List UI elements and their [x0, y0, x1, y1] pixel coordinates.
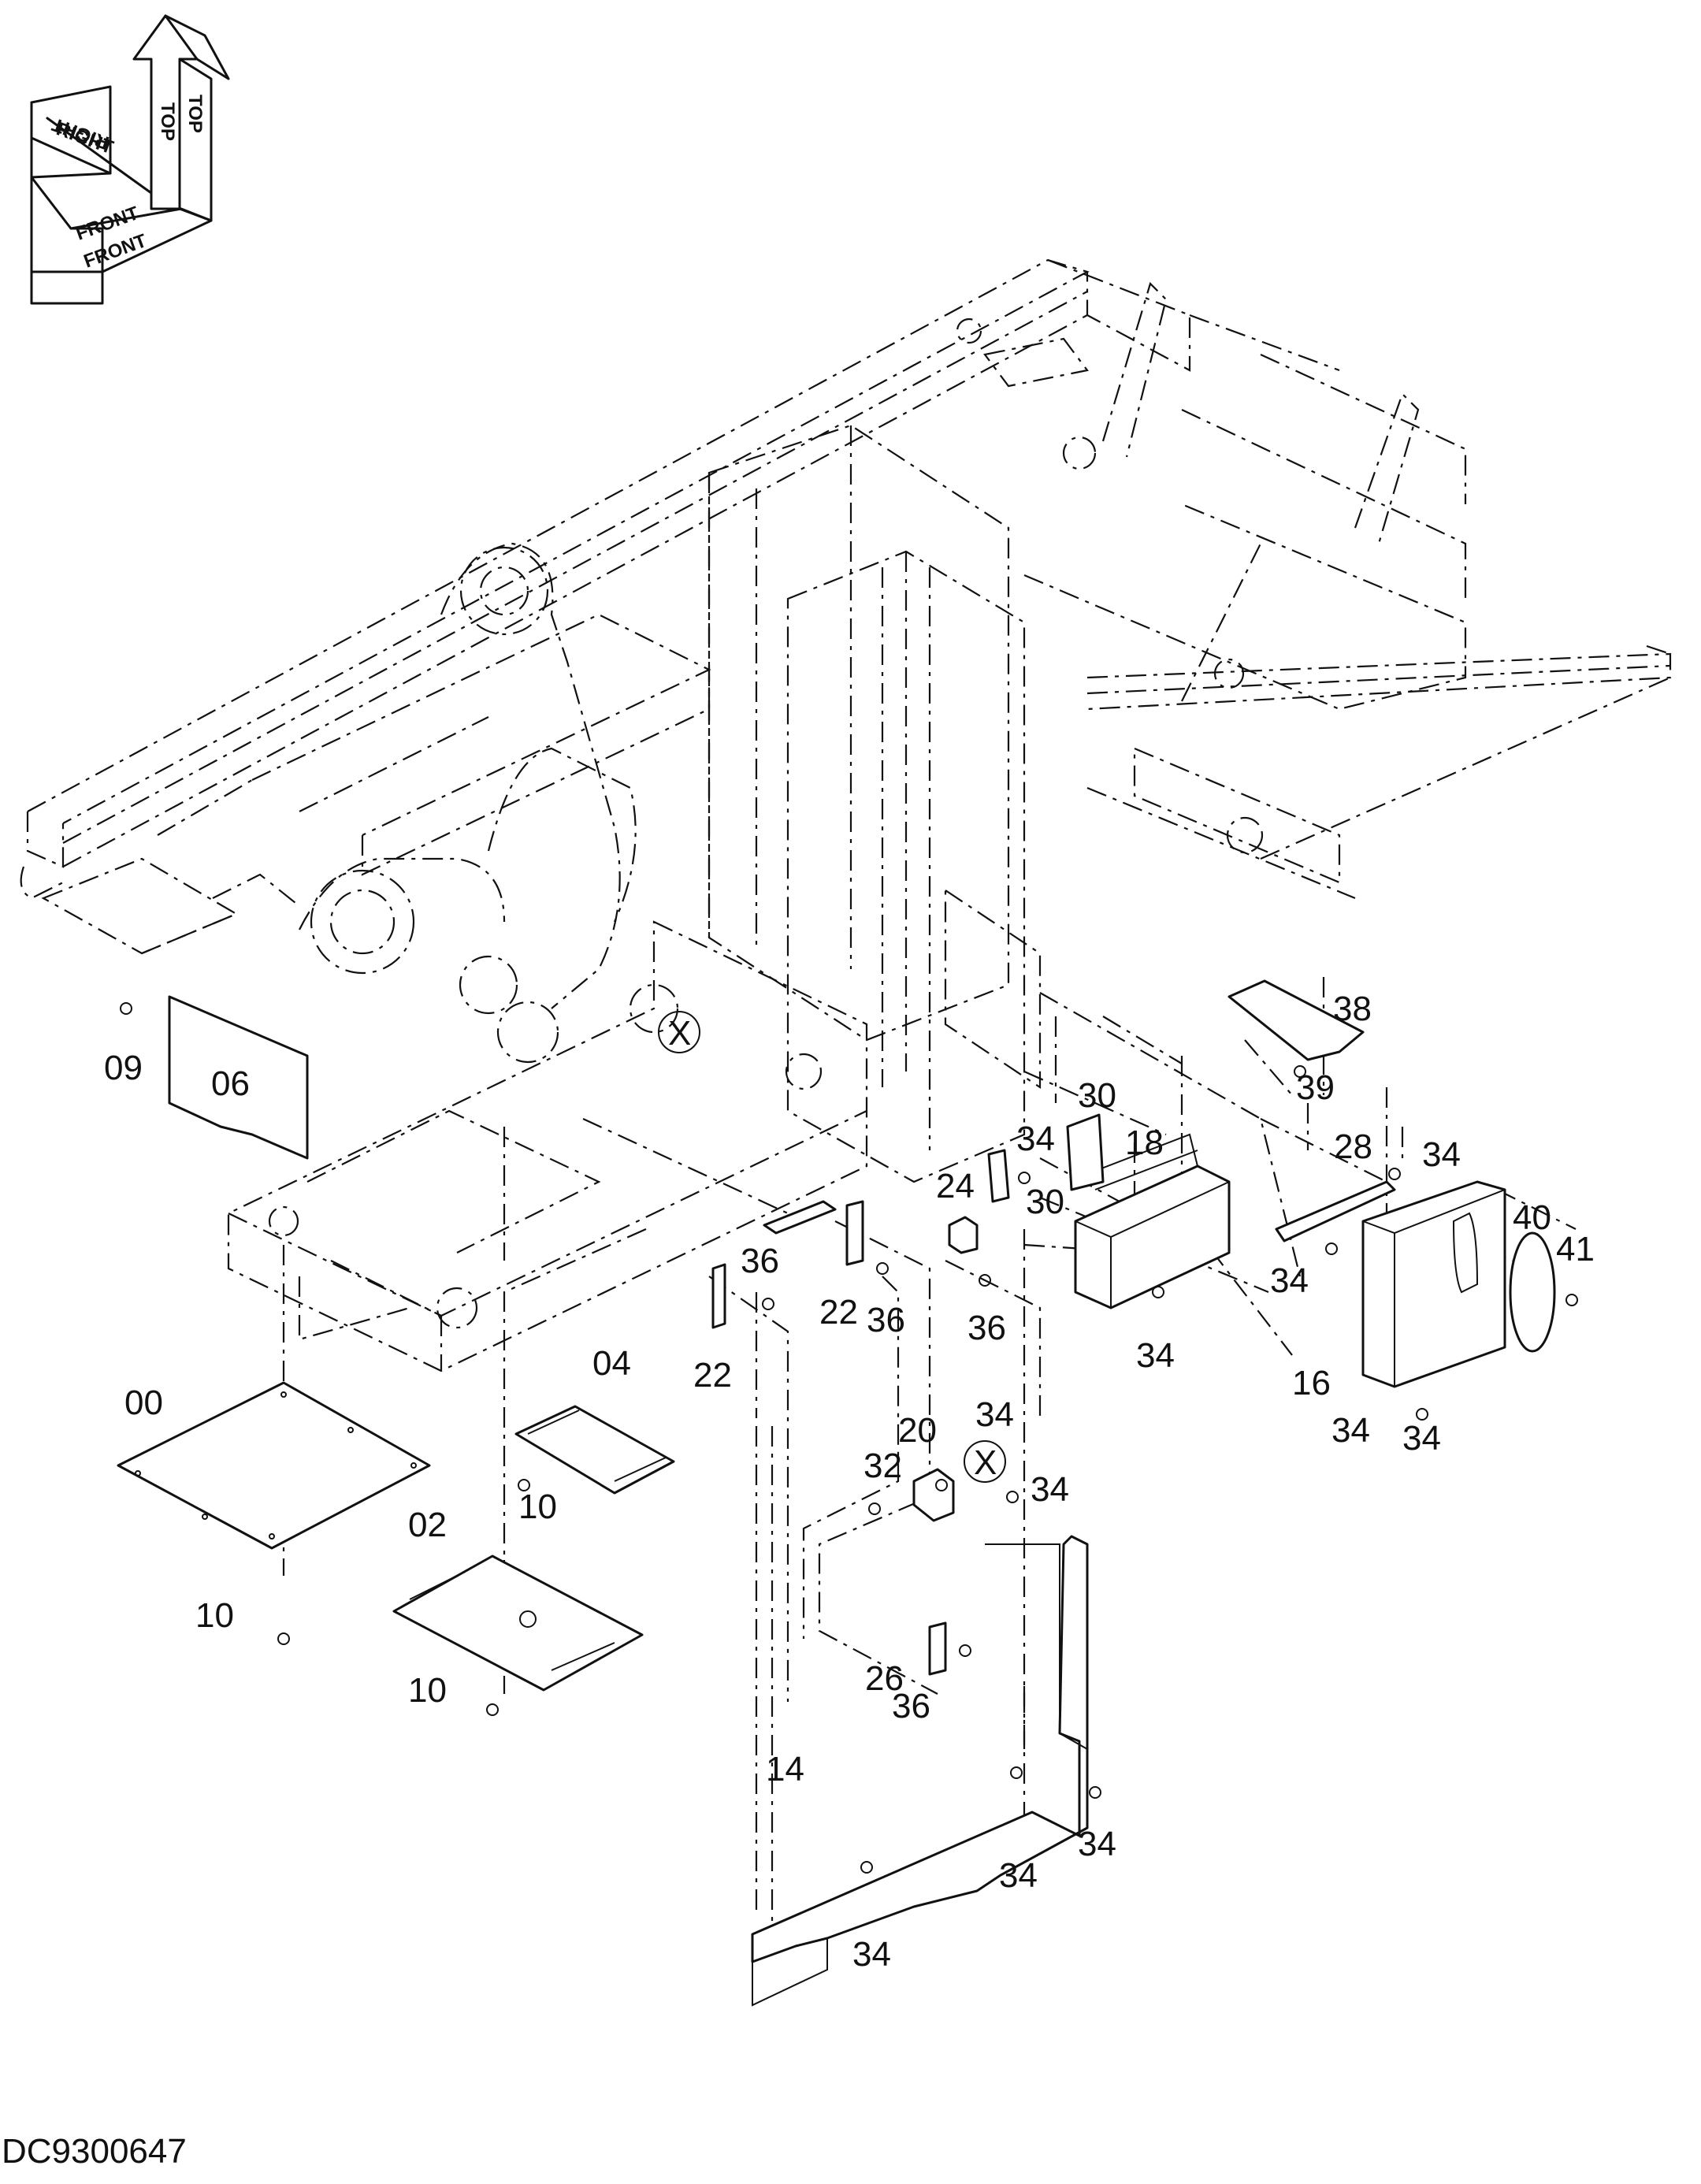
part-28-bracket: [1275, 1180, 1396, 1242]
part-00-undercover: [117, 1381, 431, 1550]
part-22-bracket-b: [845, 1200, 864, 1266]
callout-34-e: 34: [1402, 1419, 1441, 1458]
part-18-box: [1074, 1133, 1231, 1309]
part-22-bracket-a: [711, 1263, 726, 1329]
callout-14: 14: [766, 1750, 804, 1788]
callout-30-b: 30: [1026, 1183, 1064, 1221]
part-40-round-cover: [1509, 1231, 1556, 1353]
callout-labels: 00 02 04 06 09 10 10 10 14 16 18 20 22 2…: [104, 990, 1595, 1974]
part-02-cover-plate: [392, 1554, 644, 1692]
part-30-bracket-a: [1066, 1113, 1105, 1191]
part-20-bracket: [912, 1468, 955, 1522]
section-marker-1: X: [658, 1011, 700, 1053]
callout-34-a: 34: [1016, 1120, 1055, 1158]
part-14-side-cover: [751, 1535, 1089, 2007]
callout-20: 20: [898, 1411, 937, 1450]
callout-32: 32: [863, 1447, 902, 1485]
part-24-bracket: [948, 1216, 979, 1254]
callout-39: 39: [1296, 1068, 1335, 1107]
part-16-cover-plate: [1361, 1180, 1506, 1388]
callout-36-c: 36: [967, 1309, 1006, 1347]
callout-34-h: 34: [999, 1856, 1038, 1895]
callout-24: 24: [936, 1167, 975, 1205]
callout-34-f: 34: [975, 1395, 1014, 1434]
callout-10-a: 10: [518, 1488, 557, 1526]
part-04-cover-plate: [514, 1405, 675, 1495]
section-marker-2-label: X: [974, 1443, 997, 1482]
callout-38: 38: [1333, 990, 1372, 1028]
callout-16: 16: [1292, 1364, 1331, 1402]
orientation-indicator: TOP TOP RIGHT RIGHT FRONT FRONT: [30, 14, 230, 305]
callout-18: 18: [1125, 1124, 1164, 1162]
callout-36-d: 36: [892, 1687, 930, 1725]
callout-34-g: 34: [1031, 1470, 1069, 1509]
callout-41: 41: [1556, 1230, 1595, 1268]
terminal-strip: [763, 1200, 837, 1235]
callout-22-a: 22: [819, 1293, 858, 1332]
callout-30-a: 30: [1078, 1076, 1116, 1115]
section-marker-1-label: X: [668, 1014, 691, 1053]
assembly-lines: [282, 977, 1577, 1922]
callout-22-b: 22: [693, 1356, 732, 1395]
callout-10-b: 10: [195, 1596, 234, 1635]
callout-06: 06: [211, 1064, 250, 1103]
callout-36-a: 36: [741, 1242, 779, 1280]
callout-34-b: 34: [1422, 1135, 1461, 1174]
callout-40: 40: [1513, 1198, 1551, 1237]
callout-26: 26: [865, 1659, 904, 1698]
part-06-plate: [168, 995, 309, 1160]
part-30-bracket-b: [987, 1149, 1010, 1203]
callout-34-c: 34: [1270, 1261, 1309, 1300]
callout-02: 02: [408, 1506, 447, 1544]
bolts: [120, 1002, 1578, 1874]
callout-36-b: 36: [867, 1301, 905, 1339]
callout-34-i: 34: [1078, 1825, 1116, 1863]
drawing-code: DC9300647: [2, 2132, 187, 2171]
orientation-label-top-1: TOP: [184, 95, 206, 133]
callout-00: 00: [124, 1384, 163, 1422]
part-38-plate: [1227, 979, 1365, 1061]
callout-09: 09: [104, 1049, 143, 1087]
section-marker-2: X: [964, 1440, 1006, 1483]
callout-28: 28: [1334, 1127, 1372, 1166]
callout-10-c: 10: [408, 1671, 447, 1710]
orientation-label-top-2: TOP: [157, 102, 178, 141]
callout-34-d: 34: [1136, 1336, 1175, 1375]
upper-frame-phantom: [20, 258, 1672, 1372]
callout-34-k: 34: [1331, 1411, 1370, 1450]
callout-04: 04: [592, 1344, 631, 1383]
part-26-bracket: [928, 1621, 947, 1676]
callout-34-j: 34: [852, 1935, 891, 1974]
